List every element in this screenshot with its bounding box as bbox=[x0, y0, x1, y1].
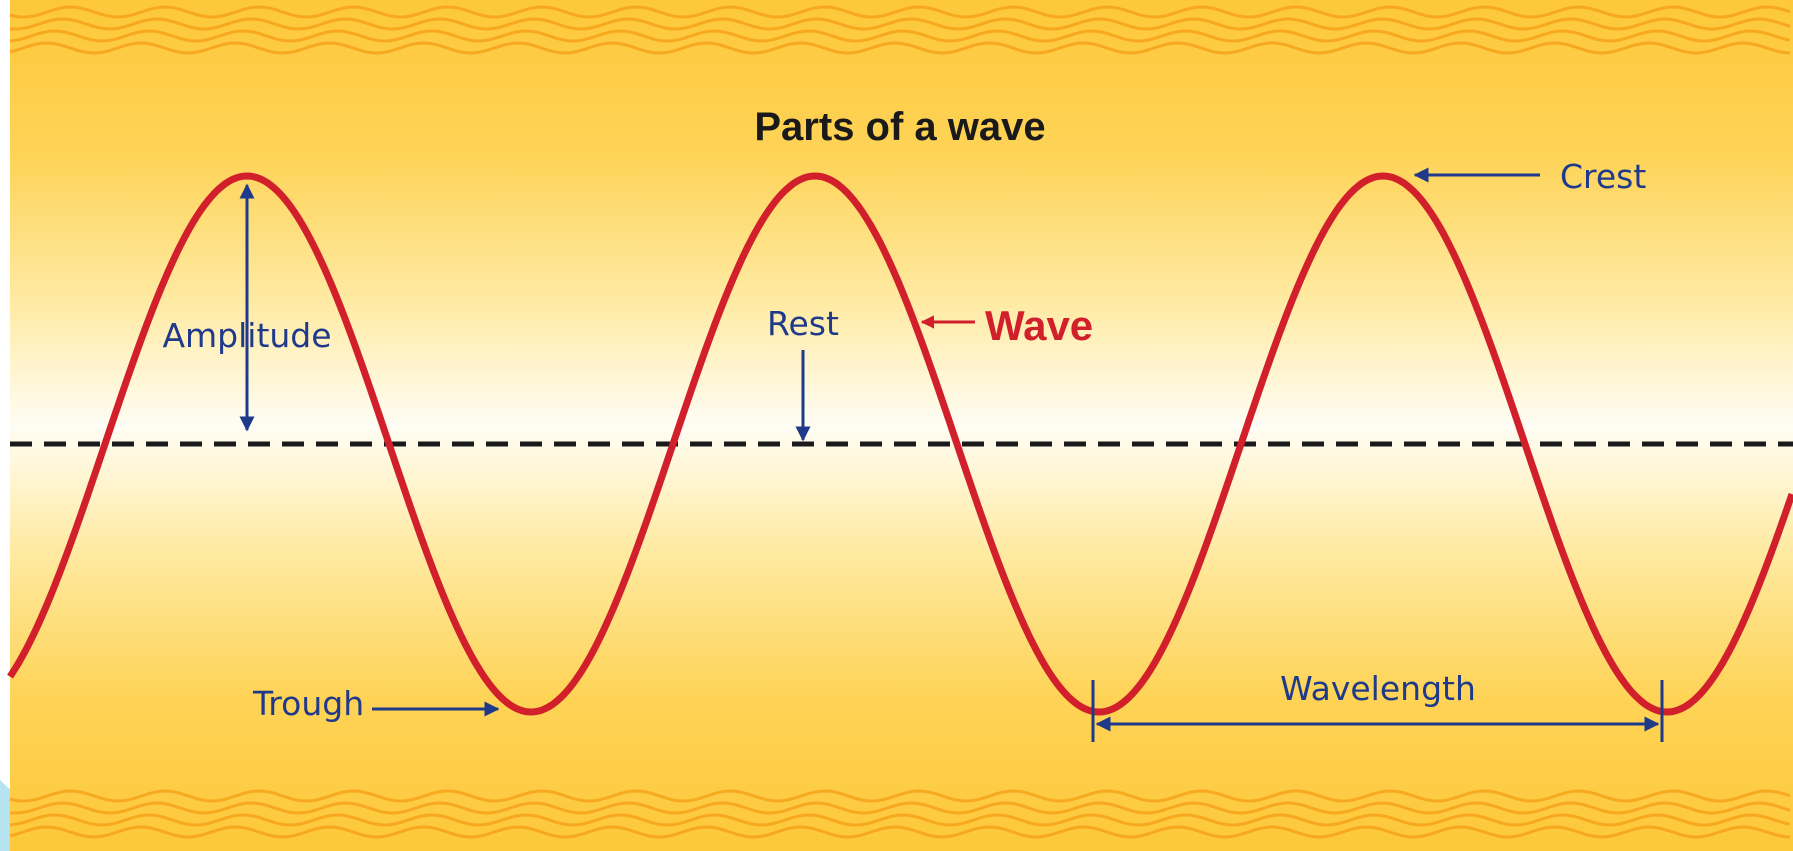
ripple-line bbox=[9, 5, 1791, 19]
trough-label: Trough bbox=[252, 684, 364, 723]
rest-label: Rest bbox=[767, 304, 839, 343]
ripple-line bbox=[9, 789, 1791, 803]
wave-label: Wave bbox=[985, 302, 1093, 349]
top-ripple-border bbox=[9, 5, 1791, 55]
wave-curve bbox=[7, 172, 1793, 716]
diagram-title: Parts of a wave bbox=[754, 105, 1045, 149]
ripple-line bbox=[9, 29, 1791, 43]
ripple-line bbox=[9, 801, 1791, 815]
crest-label: Crest bbox=[1560, 157, 1646, 196]
wavelength-label: Wavelength bbox=[1280, 669, 1476, 708]
ripple-line bbox=[9, 17, 1791, 31]
ripple-line bbox=[9, 813, 1791, 827]
amplitude-label: Amplitude bbox=[162, 316, 331, 355]
ripple-line bbox=[9, 41, 1791, 55]
bottom-ripple-border bbox=[9, 789, 1791, 839]
gold-panel bbox=[10, 0, 1793, 851]
ripple-line bbox=[9, 825, 1791, 839]
